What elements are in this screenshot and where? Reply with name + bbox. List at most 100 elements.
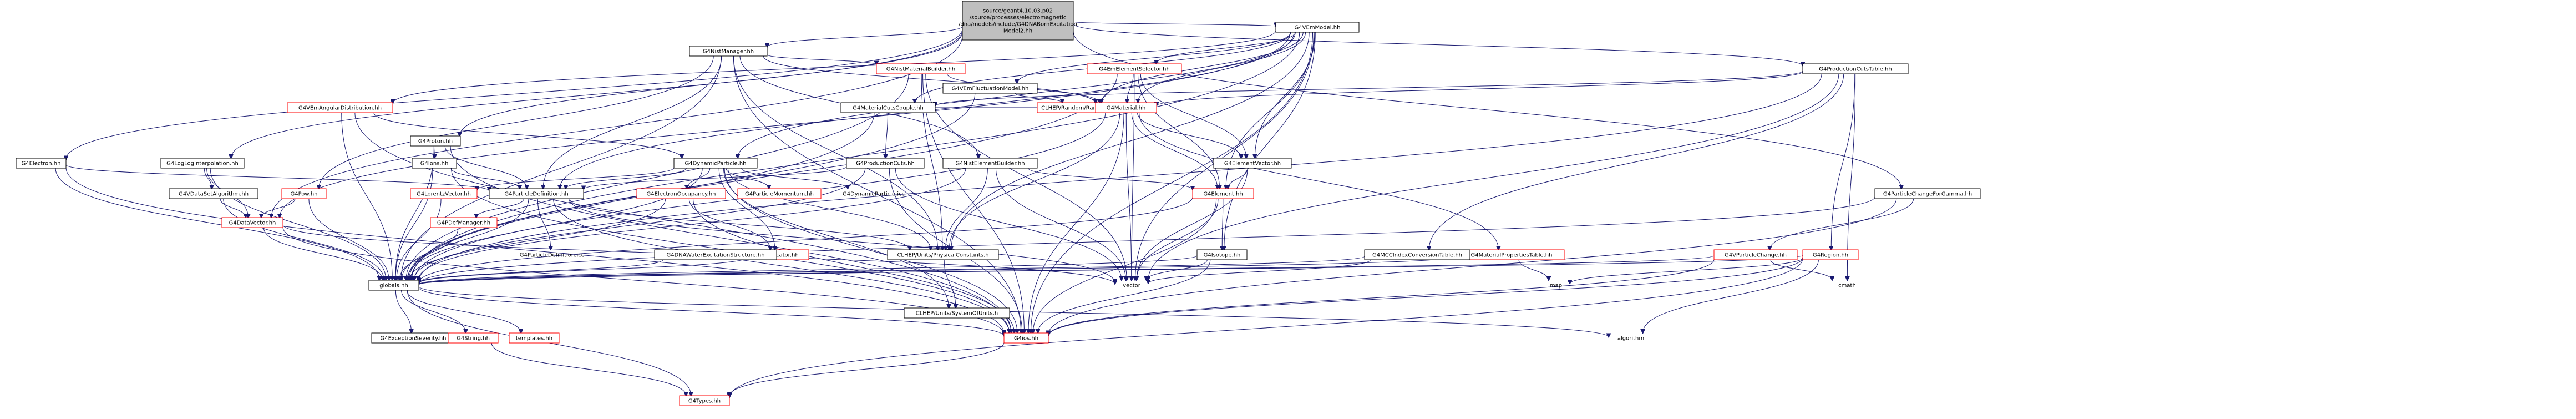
node-label: G4Ions.hh [420,161,449,167]
node-box[interactable] [737,188,822,199]
node-box[interactable] [840,102,936,113]
node-box[interactable] [368,280,419,291]
edge-g4-particle-definition-to-clhepphys-const [569,198,910,250]
node-clhepsystem-of-units[interactable]: CLHEP/Units/SystemOfUnits.h [904,307,1010,319]
edge-g4-element-to-globals [419,197,1193,282]
node-g4-vparticle-change[interactable]: G4VParticleChange.hh [1713,249,1798,260]
node-g4-pow[interactable]: G4Pow.hh [281,188,327,199]
node-box[interactable] [1364,249,1470,260]
node-box[interactable] [673,158,758,169]
node-g4-ions[interactable]: G4Ions.hh [412,158,457,169]
node-box[interactable] [1275,22,1360,33]
node-box[interactable] [448,332,499,344]
node-g4-types[interactable]: G4Types.hh [679,395,730,406]
node-g4-vem-angular-distribution[interactable]: G4VEmAngularDistribution.hh [287,102,393,113]
node-box[interactable] [410,188,478,199]
node-g4ios[interactable]: G4ios.hh [1003,332,1049,344]
node-box[interactable] [1802,63,1909,74]
node-label: CLHEP/Random/RandomEngine.h [1041,105,1133,112]
node-box[interactable] [1213,158,1292,169]
node-g4-material-properties-table[interactable]: G4MaterialPropertiesTable.hh [1458,249,1565,260]
node-box[interactable] [281,188,327,199]
node-g4-dnawater-excitation-structure[interactable]: G4DNAWaterExcitationStructure.hh [654,249,777,260]
node-g4-vdata-set-algorithm[interactable]: G4VDataSetAlgorithm.hh [169,188,258,199]
node-map[interactable]: map [1542,280,1570,290]
node-cmath[interactable]: cmath [1830,280,1864,290]
node-g4-dynamic-particle[interactable]: G4DynamicParticle.hh [673,158,758,169]
node-label: G4LorentzVector.hh [417,191,471,198]
node-g4-log-log-interpolation[interactable]: G4LogLogInterpolation.hh [160,158,245,169]
node-g4-particle-momentum[interactable]: G4ParticleMomentum.hh [737,188,822,199]
node-g4-material[interactable]: G4Material.hh [1095,102,1157,113]
node-g4-vem-fluctuation-model[interactable]: G4VEmFluctuationModel.hh [942,83,1038,94]
node-box[interactable] [942,158,1038,169]
node-g4-isotope[interactable]: G4Isotope.hh [1196,249,1248,260]
node-g4-lorentz-vector[interactable]: G4LorentzVector.hh [410,188,478,199]
node-box[interactable] [16,158,67,169]
edge-g4-proton-to-g4ios [450,145,1011,333]
node-box[interactable] [489,188,584,199]
node-g4-proton[interactable]: G4Proton.hh [410,135,461,147]
node-box[interactable] [962,1,1074,41]
node-g4-string[interactable]: G4String.hh [448,332,499,344]
edge-g4-vem-model-to-g4-isotope [1224,32,1316,250]
node-templates[interactable]: templates.hh [509,332,560,344]
node-g4-region[interactable]: G4Region.hh [1802,249,1859,260]
node-box[interactable] [654,249,777,260]
node-box[interactable] [509,332,560,344]
node-g4-nist-element-builder[interactable]: G4NistElementBuilder.hh [942,158,1038,169]
node-clhepphys-const[interactable]: CLHEP/Units/PhysicalConstants.h [887,249,999,260]
node-box[interactable] [1196,249,1248,260]
node-algorithm[interactable]: algorithm [1609,333,1653,343]
edge-g4-particle-definition-to-g4-pdef-manager [476,198,524,218]
node-box[interactable] [679,395,730,406]
node-g4-pdef-manager[interactable]: G4PDefManager.hh [430,217,498,228]
node-g4-mccindex-conversion-table[interactable]: G4MCCIndexConversionTable.hh [1364,249,1470,260]
node-g4-particle-change-for-gamma[interactable]: G4ParticleChangeForGamma.hh [1874,188,1981,199]
node-box[interactable] [876,63,966,74]
node-box[interactable] [430,217,498,228]
node-g4-material-cuts-couple[interactable]: G4MaterialCutsCouple.hh [840,102,936,113]
node-g4-nist-manager[interactable]: G4NistManager.hh [689,46,768,57]
node-g4-particle-definition[interactable]: G4ParticleDefinition.hh [489,188,584,199]
node-box[interactable] [1713,249,1798,260]
node-box[interactable] [410,135,461,147]
node-g4-electron-occupancy[interactable]: G4ElectronOccupancy.hh [636,188,726,199]
node-box[interactable] [412,158,457,169]
node-box[interactable] [1874,188,1981,199]
node-box[interactable] [160,158,245,169]
node-box[interactable] [887,249,999,260]
node-box[interactable] [1095,102,1157,113]
node-globals[interactable]: globals.hh [368,280,419,291]
node-root[interactable]: source/geant4.10.03.p02/source/processes… [959,1,1077,41]
node-g4-data-vector[interactable]: G4DataVector.hh [221,217,283,228]
node-box[interactable] [1802,249,1859,260]
node-g4-electron[interactable]: G4Electron.hh [16,158,67,169]
node-box[interactable] [689,46,768,57]
node-label: Model2.hh [1003,28,1032,34]
node-box[interactable] [169,188,258,199]
node-g4-production-cuts-table[interactable]: G4ProductionCutsTable.hh [1802,63,1909,74]
node-g4-dynamic-particle-icc[interactable]: G4DynamicParticle.icc [832,189,915,199]
node-g4-production-cuts[interactable]: G4ProductionCuts.hh [846,158,925,169]
node-box[interactable] [942,83,1038,94]
node-g4-element[interactable]: G4Element.hh [1192,188,1254,199]
node-box[interactable] [1087,63,1182,74]
node-g4-particle-definition-icc[interactable]: G4ParticleDefinition.icc [505,250,599,260]
node-box[interactable] [636,188,726,199]
node-g4-exception-severity[interactable]: G4ExceptionSeverity.hh [371,332,455,344]
node-g4-nist-material-builder[interactable]: G4NistMaterialBuilder.hh [876,63,966,74]
node-g4-em-element-selector[interactable]: G4EmElementSelector.hh [1087,63,1182,74]
node-box[interactable] [1192,188,1254,199]
node-box[interactable] [287,102,393,113]
node-box[interactable] [221,217,283,228]
edge-g4-particle-change-for-gamma-to-g4-vparticle-change [1769,198,1914,250]
node-box[interactable] [846,158,925,169]
node-vector[interactable]: vector [1115,280,1148,290]
node-g4-vem-model[interactable]: G4VEmModel.hh [1275,22,1360,33]
edge-g4-dynamic-particle-to-g4-particle-momentum [726,168,769,189]
node-g4-element-vector[interactable]: G4ElementVector.hh [1213,158,1292,169]
node-box[interactable] [904,307,1010,319]
edge-g4-vem-model-to-globals [412,32,1300,280]
node-box[interactable] [1003,332,1049,344]
